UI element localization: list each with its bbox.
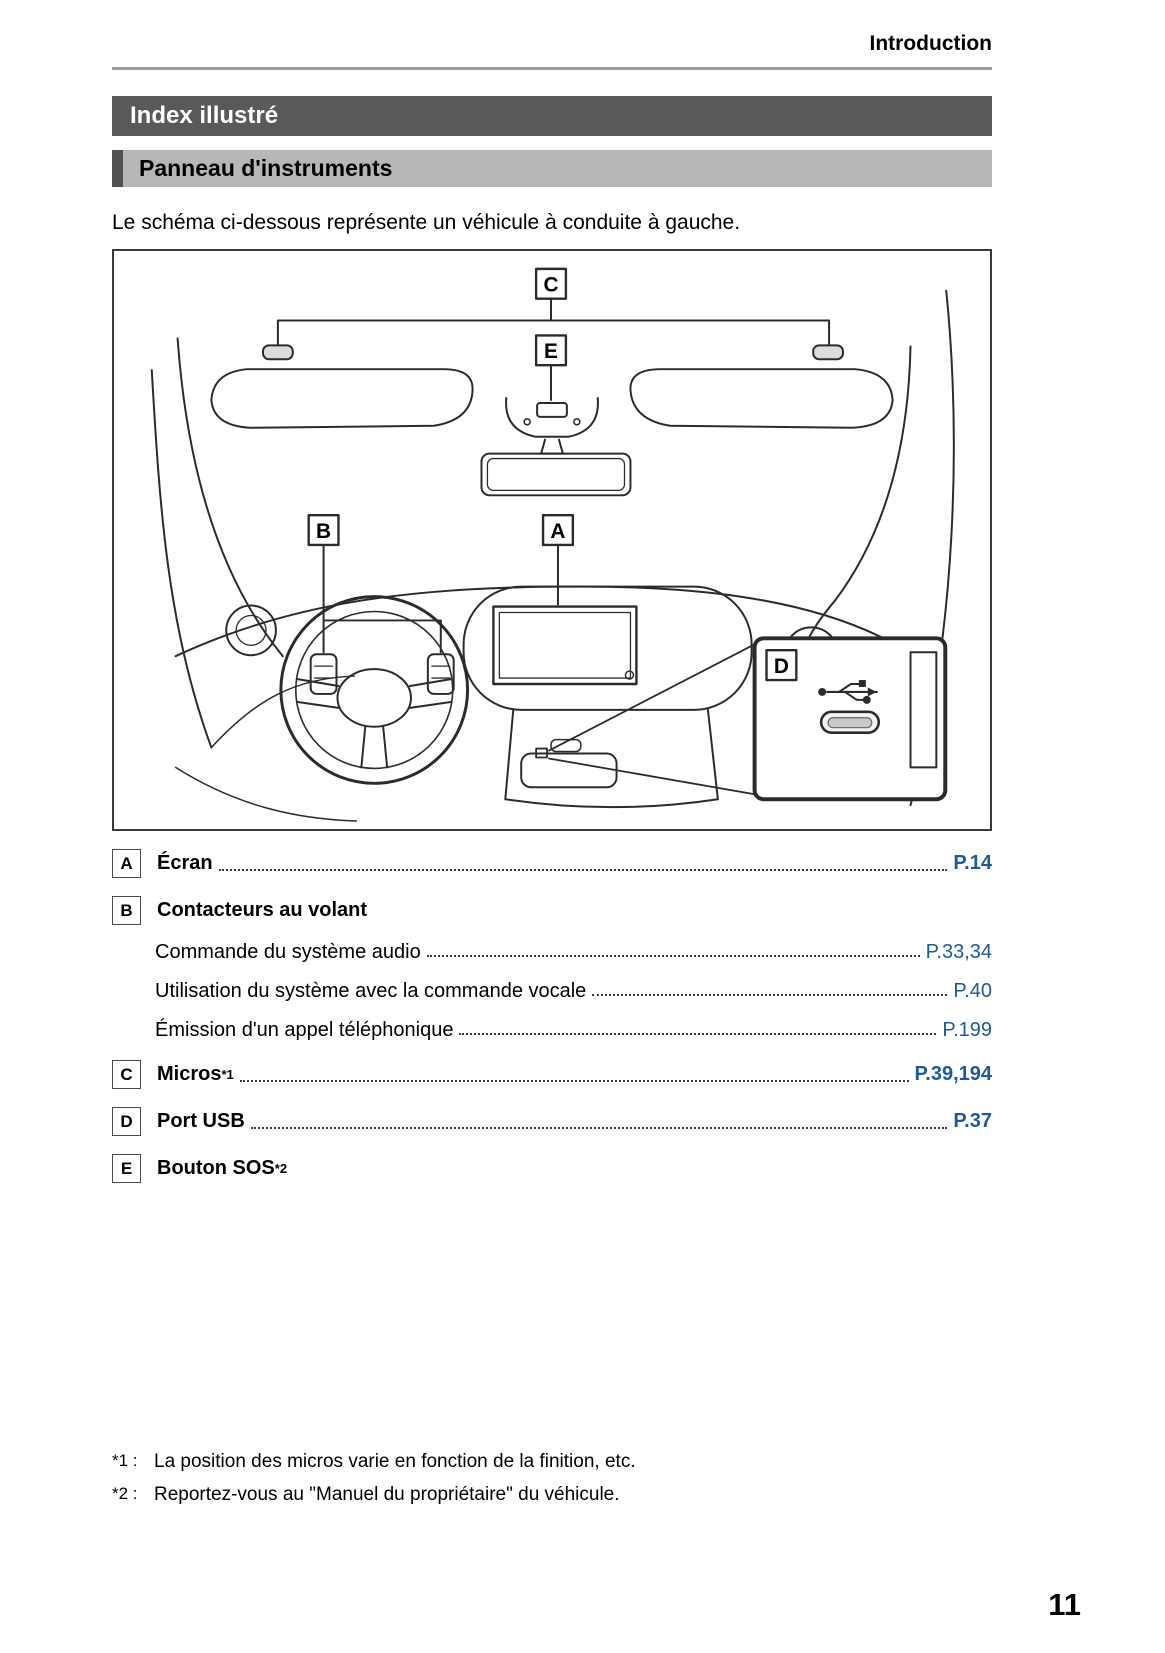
microphone-callout [262,297,844,361]
footnote-marker: *2 : [112,1484,138,1503]
footnote-1: *1 : La position des micros varie en fon… [112,1451,992,1473]
footnote-marker: *1 : [112,1451,138,1470]
header-rule [112,67,992,70]
center-console [504,708,719,809]
svg-text:E: E [544,340,558,363]
svg-text:A: A [550,520,565,543]
index-subentry: Émission d'un appel téléphonique P.199 [155,1019,992,1042]
page-reference[interactable]: P.37 [953,1110,992,1132]
usb-c-port [819,710,881,734]
dashboard-illustration: C E [150,267,955,822]
display-screen [462,585,753,711]
subsection-banner: Panneau d'instruments [112,150,992,187]
footnote-2: *2 : Reportez-vous au "Manuel du proprié… [112,1484,992,1506]
footnote-text: Reportez-vous au "Manuel du propriétaire… [154,1484,620,1505]
diagram-label-c: C [534,267,568,300]
svg-text:D: D [774,655,789,678]
entry-label: Micros [157,1063,222,1085]
dot-leader [592,993,948,996]
footnote-text: La position des micros varie en fonction… [154,1451,636,1472]
entry-label: Port USB [157,1110,245,1132]
subentry-label: Commande du système audio [155,941,421,963]
dot-leader [426,954,920,957]
page-reference[interactable]: P.199 [942,1019,992,1041]
diagram-label-d: D [765,649,798,682]
page-reference[interactable]: P.14 [953,852,992,874]
index-entry-d: D Port USB P.37 [112,1107,992,1136]
page-number: 11 [1048,1587,1081,1622]
footnote-marker: *2 [274,1161,288,1176]
usb-detail-box: D [752,636,948,802]
index-entry-a: A Écran P.14 [112,849,992,878]
usb-icon [818,680,878,704]
dot-leader [239,1079,909,1082]
intro-text: Le schéma ci-dessous représente un véhic… [112,211,741,234]
footnote-marker: *1 [221,1067,234,1082]
page-content: Introduction Index illustré Panneau d'in… [112,0,992,1506]
index-entry-c: C Micros*1 P.39,194 [112,1060,992,1089]
letter-badge-a: A [112,849,141,878]
subentry-label: Utilisation du système avec la commande … [155,980,587,1002]
diagram-label-e: E [534,334,568,401]
dot-leader [250,1126,948,1129]
svg-text:B: B [316,520,331,543]
dashboard-diagram: C E [112,249,992,831]
index-subentry: Utilisation du système avec la commande … [155,980,992,1003]
index-entry-b: B Contacteurs au volant [112,896,992,925]
letter-badge-b: B [112,896,141,925]
entry-label: Écran [157,852,213,874]
page-reference[interactable]: P.33,34 [925,941,992,963]
steering-wheel [225,595,470,785]
dot-leader [459,1032,937,1035]
letter-badge-e: E [112,1154,141,1183]
letter-badge-c: C [112,1060,141,1089]
page-reference[interactable]: P.40 [953,980,992,1002]
svg-text:C: C [543,274,558,297]
letter-badge-d: D [112,1107,141,1136]
illustrated-index: A Écran P.14 B Contacteurs au volant Com… [112,849,992,1183]
diagram-label-b: B [307,513,442,654]
sun-visors [210,368,894,429]
index-entry-e: E Bouton SOS*2 [112,1154,992,1183]
subentry-label: Émission d'un appel téléphonique [155,1019,454,1041]
section-banner: Index illustré [112,96,992,136]
usb-callout-lines [548,643,756,796]
rearview-mirror [480,438,632,497]
overhead-console [505,396,599,438]
footnotes: *1 : La position des micros varie en fon… [112,1451,992,1506]
index-subentry: Commande du système audio P.33,34 [155,941,992,964]
entry-label: Bouton SOS [157,1157,275,1179]
diagram-label-a: A [541,513,575,606]
entry-label: Contacteurs au volant [157,899,368,921]
page-reference[interactable]: P.39,194 [914,1063,993,1085]
chapter-title: Introduction [869,32,992,55]
dot-leader [218,868,948,871]
